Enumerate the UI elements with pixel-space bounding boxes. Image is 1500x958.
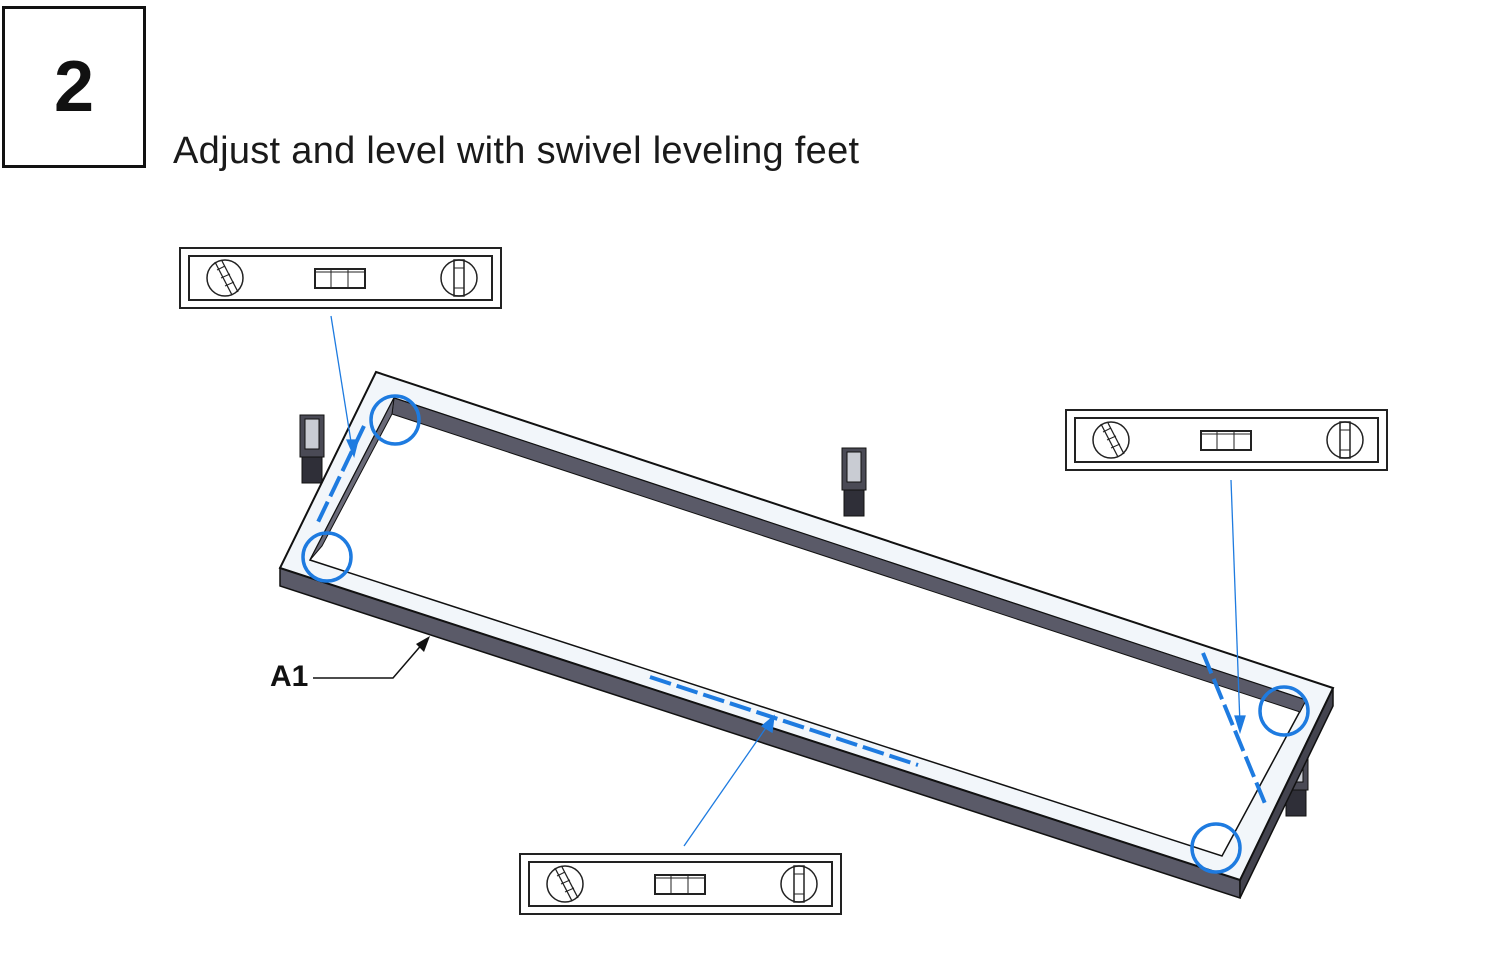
step-number-box: 2 xyxy=(2,6,146,168)
spirit-level-icon-top-left xyxy=(179,247,502,309)
step-instruction: Adjust and level with swivel leveling fe… xyxy=(173,130,860,172)
swivel-leveling-foot-icon-back xyxy=(841,447,867,517)
swivel-leveling-foot-icon-left xyxy=(299,414,325,484)
step-number: 2 xyxy=(53,47,95,127)
spirit-level-icon-right xyxy=(1065,409,1388,471)
part-label-a1: A1 xyxy=(270,660,309,693)
frame-a1 xyxy=(278,370,1335,900)
foot-location-circles xyxy=(301,394,1310,874)
spirit-level-icon-bottom xyxy=(519,853,842,915)
part-leader-a1 xyxy=(313,636,430,679)
leader-lines xyxy=(330,315,1246,847)
